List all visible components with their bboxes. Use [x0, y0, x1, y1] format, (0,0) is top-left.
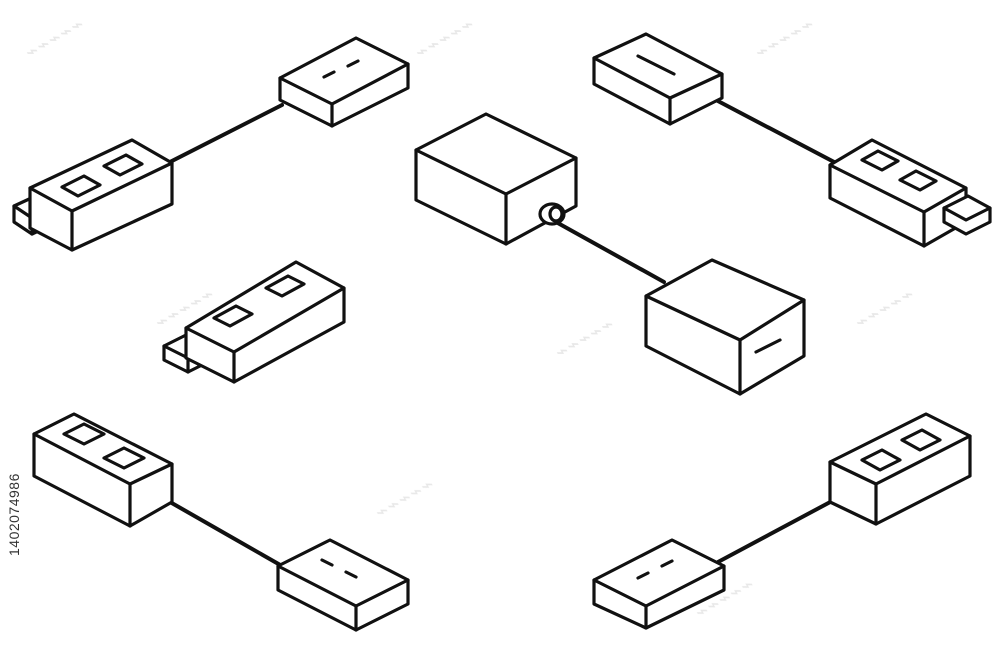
charger-brick-icon	[644, 258, 806, 396]
usb-plug-bottom-left-icon	[32, 412, 174, 528]
usb-cable-bottom-right	[592, 412, 972, 630]
usb-connector-top-left-icon	[278, 36, 410, 128]
usb-cable-top-left	[12, 36, 410, 252]
usb-connector-bottom-right-icon	[592, 538, 726, 630]
usb-plug-middle-left-icon	[162, 260, 346, 384]
adapter-block-icon	[414, 112, 578, 246]
svg-text:⌁⌁⌁⌁⌁: ⌁⌁⌁⌁⌁	[22, 13, 89, 65]
charger-center	[414, 112, 806, 396]
usb-cable-bottom-left	[32, 412, 410, 632]
svg-text:⌁⌁⌁⌁⌁: ⌁⌁⌁⌁⌁	[552, 313, 619, 365]
usb-cable-top-right	[592, 32, 992, 248]
usb-connector-top-right-icon	[592, 32, 724, 126]
stock-id-label: 1402074986	[6, 473, 22, 557]
usb-connector-bottom-left-icon	[276, 538, 410, 632]
svg-text:⌁⌁⌁⌁⌁: ⌁⌁⌁⌁⌁	[372, 473, 439, 525]
usb-plug-bottom-right-icon	[828, 412, 972, 526]
svg-text:⌁⌁⌁⌁⌁: ⌁⌁⌁⌁⌁	[752, 13, 819, 65]
usb-plug-top-left-icon	[12, 138, 174, 252]
svg-text:⌁⌁⌁⌁⌁: ⌁⌁⌁⌁⌁	[412, 13, 479, 65]
usb-plug-top-right-icon	[828, 138, 992, 248]
svg-text:⌁⌁⌁⌁⌁: ⌁⌁⌁⌁⌁	[852, 283, 919, 335]
